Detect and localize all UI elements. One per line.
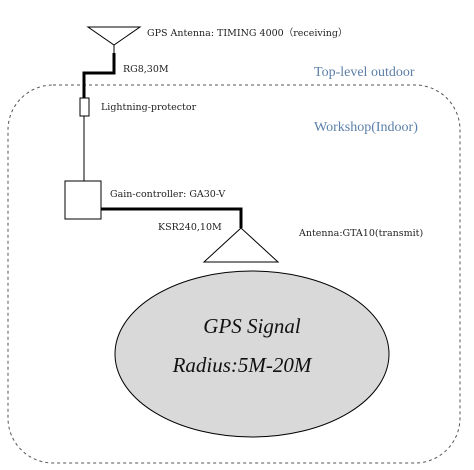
gps-signal-area [114, 270, 390, 438]
gain-controller-box [64, 180, 102, 220]
ksr240-cable-label: KSR240,10M [158, 222, 222, 233]
gain-controller-label: Gain-controller: GA30-V [110, 189, 225, 200]
ksr240-cable [101, 207, 243, 228]
rg8-cable-label: RG8,30M [123, 64, 169, 75]
lightning-protector-box [79, 97, 90, 117]
gps-signal-radius: Radius:5M-20M [172, 353, 313, 377]
gps-antenna-icon [86, 26, 142, 46]
transmit-antenna-label: Antenna:GTA10(transmit) [298, 228, 423, 239]
lightning-protector-label: Lightning-protector [101, 102, 197, 113]
outdoor-zone-label: Top-level outdoor [314, 65, 415, 80]
gps-antenna-label: GPS Antenna: TIMING 4000（receiving） [147, 27, 347, 39]
indoor-zone-label: Workshop(Indoor) [314, 120, 418, 135]
rg8-cable [82, 53, 116, 98]
indoor-boundary [7, 84, 461, 464]
gps-signal-title: GPS Signal [203, 314, 301, 338]
transmit-antenna-icon [202, 227, 280, 263]
